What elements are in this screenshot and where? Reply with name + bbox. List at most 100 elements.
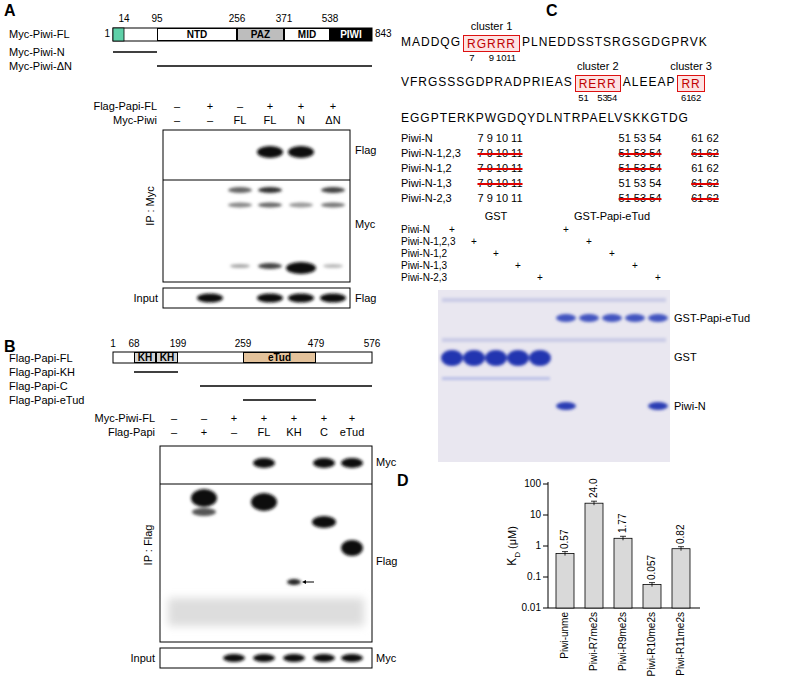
table-cell: 51 53 54: [619, 192, 662, 205]
lane-sign: –: [207, 114, 213, 127]
lane-sign: eTud: [340, 426, 365, 439]
blot-label: Flag: [355, 292, 376, 305]
table-cell: 51 53 54: [619, 177, 662, 190]
residue-number: 61: [681, 93, 692, 104]
gel-header: GST-Papi-eTud: [574, 210, 650, 223]
lane-sign: +: [537, 272, 543, 284]
cluster-box: RGRRR: [463, 35, 520, 52]
tick-label: 10: [530, 509, 541, 521]
table-cell: 7 9 10 11: [477, 177, 522, 190]
bar-label: Piwi-R10me2s: [646, 612, 658, 676]
table-cell: 61 62: [691, 192, 719, 205]
gel-label: Piwi-N: [674, 400, 706, 413]
sequence: ALEEAP: [623, 76, 676, 90]
lane-sign: +: [291, 412, 297, 425]
panel-letter: C: [546, 2, 558, 20]
residue-number: 576: [364, 338, 381, 350]
table-cell: Piwi-N: [401, 132, 433, 145]
table-cell: 7 9 10 11: [477, 132, 522, 145]
lane-sign: –: [171, 426, 177, 439]
axis-label: (μM): [506, 526, 518, 549]
residue-number: 10: [496, 53, 507, 64]
residue-number: 14: [118, 13, 129, 25]
lane-sign: +: [586, 236, 592, 248]
lane-sign: +: [261, 412, 267, 425]
row-label: Piwi-N-2,3: [401, 272, 447, 284]
cluster-box: RR: [677, 75, 704, 92]
lane-sign: +: [493, 248, 499, 260]
row-label: Piwi-N: [401, 224, 430, 236]
table-cell: 7 9 10 11: [477, 192, 522, 205]
domain-box: MID: [284, 28, 330, 41]
node-text: KH: [138, 352, 152, 363]
lane-sign: –: [231, 426, 237, 439]
value-label: 1.77: [617, 514, 629, 533]
residue-number: 1: [110, 338, 116, 350]
value-label: 0.82: [675, 524, 687, 543]
residue-number: 53: [597, 93, 608, 104]
domain-box: PAZ: [237, 28, 284, 41]
lane-sign: +: [298, 100, 304, 113]
table-cell: Piwi-N-1,3: [401, 177, 452, 190]
node-text: RR: [681, 77, 700, 91]
construct-name: Flag-Papi-eTud: [9, 394, 84, 407]
table-cell: 7 9 10 11: [477, 162, 522, 175]
lane-sign: +: [207, 100, 213, 113]
panel-letter: D: [397, 472, 409, 490]
cluster-label: cluster 3: [670, 60, 712, 73]
tick-label: 0.01: [522, 602, 541, 614]
panel-letter: A: [4, 2, 16, 20]
bar-label: Piwi-unme: [559, 612, 571, 659]
node-text: RGRRR: [467, 37, 516, 51]
bar-label: Piwi-R11me2s: [675, 612, 687, 676]
blot-label: IP : Myc: [144, 186, 157, 226]
cluster-box: RERR: [575, 75, 621, 92]
residue-number: 68: [128, 338, 139, 350]
residue-number: 256: [229, 13, 246, 25]
lane-sign: FL: [234, 114, 247, 127]
residue-number: 62: [691, 93, 702, 104]
blot-label: Myc: [376, 456, 396, 469]
value-label: 0.057: [646, 555, 658, 580]
lane-sign: –: [201, 412, 207, 425]
gel-header: GST: [485, 210, 508, 223]
residue-number: 371: [276, 13, 293, 25]
node-text: RERR: [579, 77, 617, 91]
gel-label: GST-Papi-eTud: [674, 312, 750, 325]
domain-box: KH: [156, 352, 178, 363]
node-text: PIWI: [340, 28, 362, 41]
construct-name: Flag-Papi-KH: [9, 366, 75, 379]
lane-sign: C: [320, 426, 328, 439]
construct-name: Myc-Piwi-N: [9, 46, 65, 59]
row-label: Piwi-N-1,2: [401, 248, 447, 260]
lane-sign: KH: [286, 426, 301, 439]
residue-number: 9: [489, 53, 494, 64]
domain-box: eTud: [243, 352, 316, 363]
blot-label: Myc: [355, 218, 375, 231]
residue-number: 54: [607, 93, 618, 104]
lane-sign: –: [174, 114, 180, 127]
residue-number: 259: [235, 338, 252, 350]
blot-label: Input: [131, 652, 155, 665]
blot-label: Input: [134, 292, 158, 305]
residue-number: 11: [506, 53, 516, 64]
node-text: PAZ: [251, 28, 270, 41]
residue-number: 843: [375, 28, 392, 40]
row-label: Piwi-N-1,3: [401, 260, 447, 272]
lane-sign: +: [563, 224, 569, 236]
residue-number: 1: [104, 28, 110, 40]
blot-label: Flag: [355, 144, 376, 157]
table-cell: 61 62: [691, 177, 719, 190]
node-text: NTD: [187, 28, 208, 41]
lane-sign: N: [297, 114, 305, 127]
table-cell: 51 53 54: [619, 162, 662, 175]
lane-sign: +: [449, 224, 455, 236]
node-text: MID: [298, 28, 316, 41]
value-label: 0.57: [559, 529, 571, 548]
lane-sign: FL: [258, 426, 271, 439]
lane-sign: +: [655, 272, 661, 284]
tick-label: 100: [524, 478, 541, 490]
table-cell: Piwi-N-1,2: [401, 162, 452, 175]
node-text: KH: [160, 352, 174, 363]
lane-sign: +: [267, 100, 273, 113]
